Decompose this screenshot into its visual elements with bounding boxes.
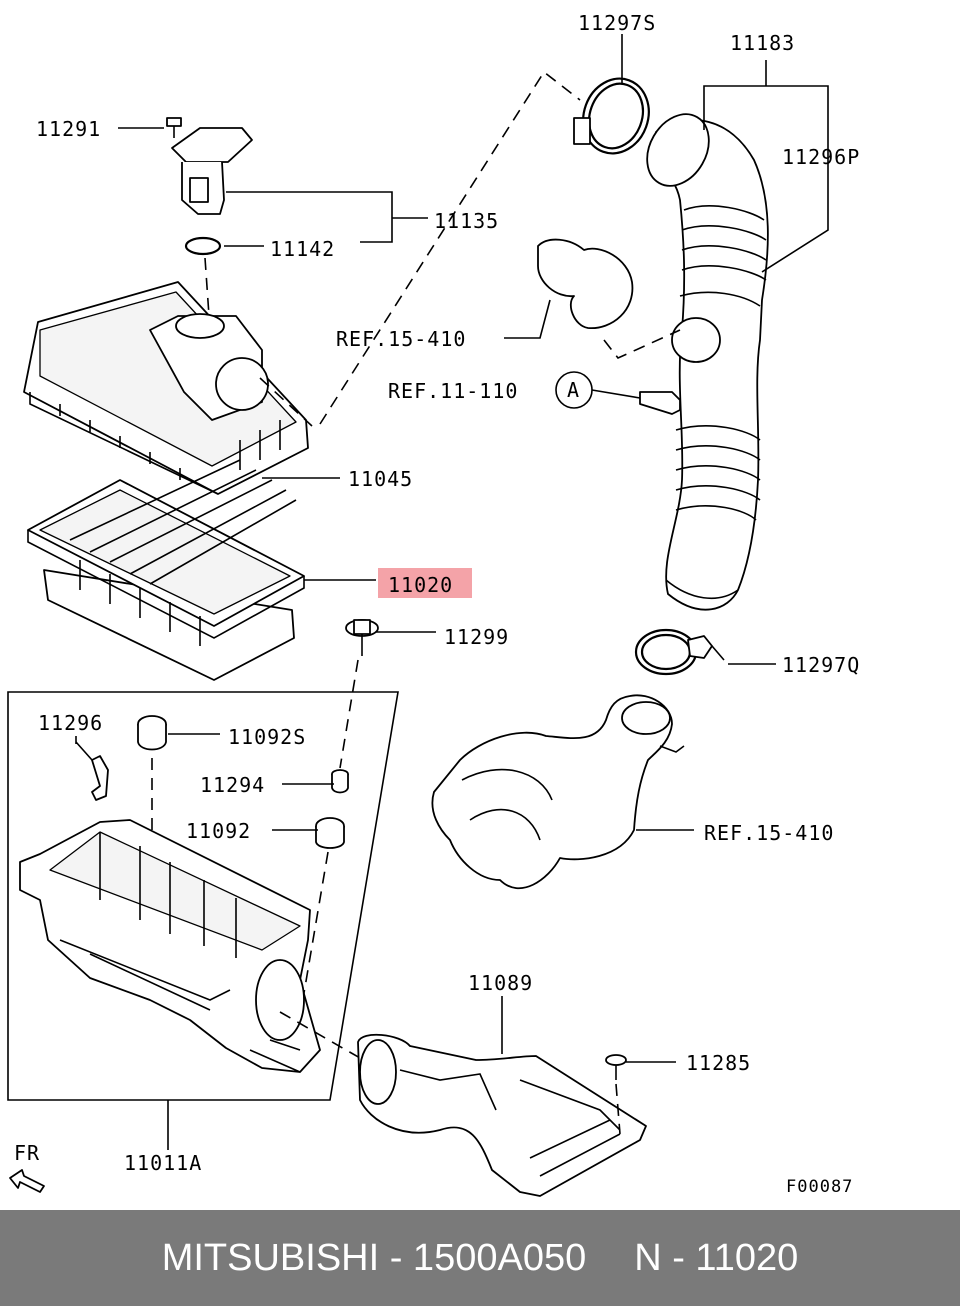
collar-11294-drawing <box>331 769 349 794</box>
front-direction-arrow-icon <box>9 1169 45 1193</box>
figure-code: F00087 <box>786 1177 853 1197</box>
bolt-11291-drawing <box>166 117 182 138</box>
label-11089: 11089 <box>468 971 533 995</box>
label-11297s: 11297S <box>578 11 656 35</box>
ref-marker-circle <box>555 371 593 409</box>
footer-reference-number: N - 11020 <box>634 1236 799 1279</box>
highlight-11020 <box>378 568 472 598</box>
label-ref-15-410-top: REF.15-410 <box>336 327 466 351</box>
label-11296p: 11296P <box>782 145 860 169</box>
footer-brand-part-number: MITSUBISHI - 1500A050 <box>161 1236 587 1279</box>
label-11011a: 11011A <box>124 1151 202 1175</box>
air-cleaner-cover-drawing <box>23 281 309 495</box>
airflow-sensor-drawing <box>171 127 253 215</box>
air-cleaner-case-group-box <box>7 691 399 1101</box>
bolt-11299-drawing <box>345 619 379 656</box>
turbocharger-ref-drawing <box>431 694 685 890</box>
label-11135: 11135 <box>434 209 499 233</box>
label-11092s: 11092S <box>228 725 306 749</box>
hose-clamp-11297q-drawing <box>634 628 725 676</box>
grommet-11092-drawing <box>315 817 345 849</box>
label-11045: 11045 <box>348 467 413 491</box>
intake-duct-11089-drawing <box>357 1033 647 1197</box>
clip-11296-drawing <box>75 741 109 801</box>
label-ref-15-410-mid: REF.15-410 <box>704 821 834 845</box>
turbo-inlet-ref-top-drawing <box>537 238 681 359</box>
parts-diagram: 11297S 11183 11291 11296P 11135 11142 RE… <box>7 11 860 1197</box>
air-filter-element-drawing <box>27 459 305 681</box>
label-front-direction: FR <box>14 1141 40 1165</box>
label-11291: 11291 <box>36 117 101 141</box>
label-11092: 11092 <box>186 819 251 843</box>
oring-11142-drawing <box>184 236 222 256</box>
hose-clamp-11297s-drawing <box>573 77 650 155</box>
label-ref-11-110: REF.11-110 <box>388 379 518 403</box>
grommet-11092s-drawing <box>137 715 167 751</box>
label-11142: 11142 <box>270 237 335 261</box>
leader-lines <box>75 34 829 1063</box>
screw-11285-drawing <box>605 1054 627 1080</box>
air-cleaner-case-drawing <box>19 819 321 1073</box>
label-ref-marker-a: A <box>567 378 580 402</box>
label-11297q: 11297Q <box>782 653 860 677</box>
label-11294: 11294 <box>200 773 265 797</box>
label-11020: 11020 <box>388 573 453 597</box>
intake-hose-11183-drawing <box>639 113 769 611</box>
label-11183: 11183 <box>730 31 795 55</box>
label-11285: 11285 <box>686 1051 751 1075</box>
footer-banner: MITSUBISHI - 1500A050 N - 11020 <box>0 1210 960 1306</box>
label-11296: 11296 <box>38 711 103 735</box>
label-11299: 11299 <box>444 625 509 649</box>
